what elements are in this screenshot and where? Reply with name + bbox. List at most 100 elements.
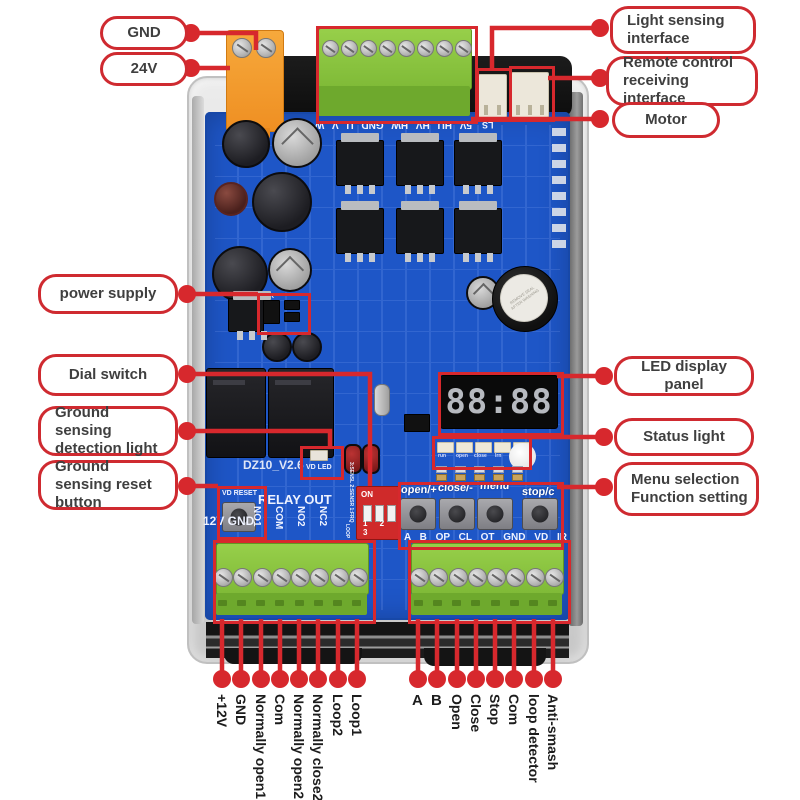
screw bbox=[436, 40, 453, 57]
pin-label-com2: Com bbox=[506, 694, 522, 726]
display-frame bbox=[438, 372, 564, 436]
screw bbox=[233, 568, 252, 587]
screw bbox=[429, 568, 448, 587]
pin-label-normally-open2: Normally open2 bbox=[291, 694, 307, 800]
callout-ground-sensing-reset: Ground sensing reset button bbox=[38, 458, 178, 511]
callout-led-display: LED display panel bbox=[614, 356, 754, 396]
model-silkscreen: DZ10_V2.6 bbox=[243, 458, 304, 472]
callout-light-sensing: Light sensing interface bbox=[610, 6, 756, 54]
pin-label-loop1: Loop1 bbox=[349, 694, 365, 736]
mosfet bbox=[396, 201, 444, 262]
callout-24v: 24V bbox=[100, 52, 188, 86]
status-led-label: open bbox=[456, 453, 468, 459]
capacitor-red bbox=[214, 182, 248, 216]
pin-label-12v: +12V bbox=[214, 694, 230, 728]
relay-terminal-lip bbox=[216, 593, 367, 615]
screw bbox=[341, 40, 358, 57]
screw bbox=[256, 38, 276, 58]
open-button bbox=[400, 498, 436, 530]
pin-label-b: B bbox=[431, 692, 442, 709]
enclosure-foot-left bbox=[224, 648, 362, 664]
vd-led-frame bbox=[300, 446, 344, 480]
pin-label-anti-smash: Anti-smash bbox=[545, 694, 561, 771]
callout-dial-switch: Dial switch bbox=[38, 354, 178, 396]
pin-label-loop2: Loop2 bbox=[330, 694, 346, 736]
smd-ic bbox=[284, 300, 300, 310]
status-led bbox=[475, 442, 492, 453]
callout-menu-selection: Menu selection Function setting bbox=[614, 462, 759, 516]
status-led-label: run bbox=[438, 453, 447, 459]
led-display: 88:88 bbox=[440, 375, 558, 429]
callout-ground-sensing-light: Ground sensing detection light bbox=[38, 404, 178, 457]
relay-1 bbox=[206, 368, 266, 458]
enclosure-foot-right bbox=[424, 648, 546, 666]
mosfet bbox=[336, 133, 384, 194]
pin-label-stop: Stop bbox=[487, 694, 503, 726]
close-button bbox=[439, 498, 475, 530]
relay-terminal-frame bbox=[213, 540, 376, 624]
status-led-label: lrn bbox=[495, 453, 502, 459]
mosfet bbox=[454, 133, 502, 194]
screw bbox=[417, 40, 434, 57]
screw bbox=[232, 38, 252, 58]
screw bbox=[379, 40, 396, 57]
dip-numbers: 1 2 3 bbox=[363, 519, 390, 537]
motor-terminal-frame bbox=[316, 26, 478, 124]
power-silkscreen: 12V GND bbox=[203, 514, 255, 528]
mosfet bbox=[454, 201, 502, 262]
remote-receiver-frame bbox=[509, 66, 555, 122]
menu-button bbox=[477, 498, 513, 530]
vd-reset-frame bbox=[217, 486, 267, 540]
pin-header-column bbox=[552, 128, 566, 256]
enclosure-right-rail bbox=[568, 92, 583, 626]
io-terminal-lip bbox=[411, 593, 562, 615]
screw bbox=[455, 40, 472, 57]
screw bbox=[506, 568, 525, 587]
vd-reset-button bbox=[222, 502, 256, 532]
pin-label-gnd: GND bbox=[233, 694, 249, 726]
pin-label-a: A bbox=[412, 692, 423, 709]
enclosure-left-rail bbox=[192, 96, 204, 624]
relay-pin-nc2: NC2 bbox=[317, 506, 328, 527]
callout-power-supply: power supply bbox=[38, 274, 178, 314]
callout-gnd: GND bbox=[100, 16, 188, 50]
capacitor-red bbox=[362, 444, 380, 474]
pin-label-normally-open1: Normally open1 bbox=[253, 694, 269, 800]
ic bbox=[404, 414, 430, 432]
pin-label-normally-close2: Normally close2 bbox=[310, 694, 326, 800]
dip-on-label: ON bbox=[361, 490, 373, 499]
vd-reset-silkscreen: VD RESET bbox=[222, 490, 258, 497]
smd-ic bbox=[284, 312, 300, 322]
relay-pin-com: COM bbox=[273, 506, 284, 530]
dip-side-silkscreen: 3:SENSL 2:SENSR 1:FRQ bbox=[348, 462, 354, 523]
status-led bbox=[494, 442, 511, 453]
pin-label-loop-detector: loop detector bbox=[526, 694, 542, 783]
relay-pin-no2: NO2 bbox=[295, 506, 306, 527]
status-led bbox=[456, 442, 473, 453]
capacitor bbox=[222, 120, 270, 168]
status-light-frame bbox=[432, 436, 532, 470]
screw bbox=[398, 40, 415, 57]
screw bbox=[349, 568, 368, 587]
screw bbox=[545, 568, 564, 587]
io-silkscreen: A B OP CL OT GND VD IR bbox=[404, 532, 567, 543]
status-led bbox=[437, 442, 454, 453]
relay-2 bbox=[268, 368, 334, 458]
callout-motor: Motor bbox=[612, 102, 720, 138]
screw bbox=[360, 40, 377, 57]
stop-button bbox=[522, 498, 558, 530]
capacitor bbox=[272, 118, 322, 168]
mosfet bbox=[336, 201, 384, 262]
capacitor bbox=[292, 332, 322, 362]
dip-loop-silkscreen: LOOP bbox=[344, 524, 350, 539]
buttons-frame bbox=[398, 482, 564, 550]
screw bbox=[322, 40, 339, 57]
light-sensor-frame bbox=[476, 68, 512, 122]
power-supply-frame bbox=[257, 293, 311, 335]
callout-status-light: Status light bbox=[614, 418, 754, 456]
pin-label-close: Close bbox=[468, 694, 484, 733]
screw bbox=[310, 568, 329, 587]
dip-switch: ON 1 2 3 bbox=[356, 486, 400, 540]
pin-label-com1: Com bbox=[272, 694, 288, 726]
